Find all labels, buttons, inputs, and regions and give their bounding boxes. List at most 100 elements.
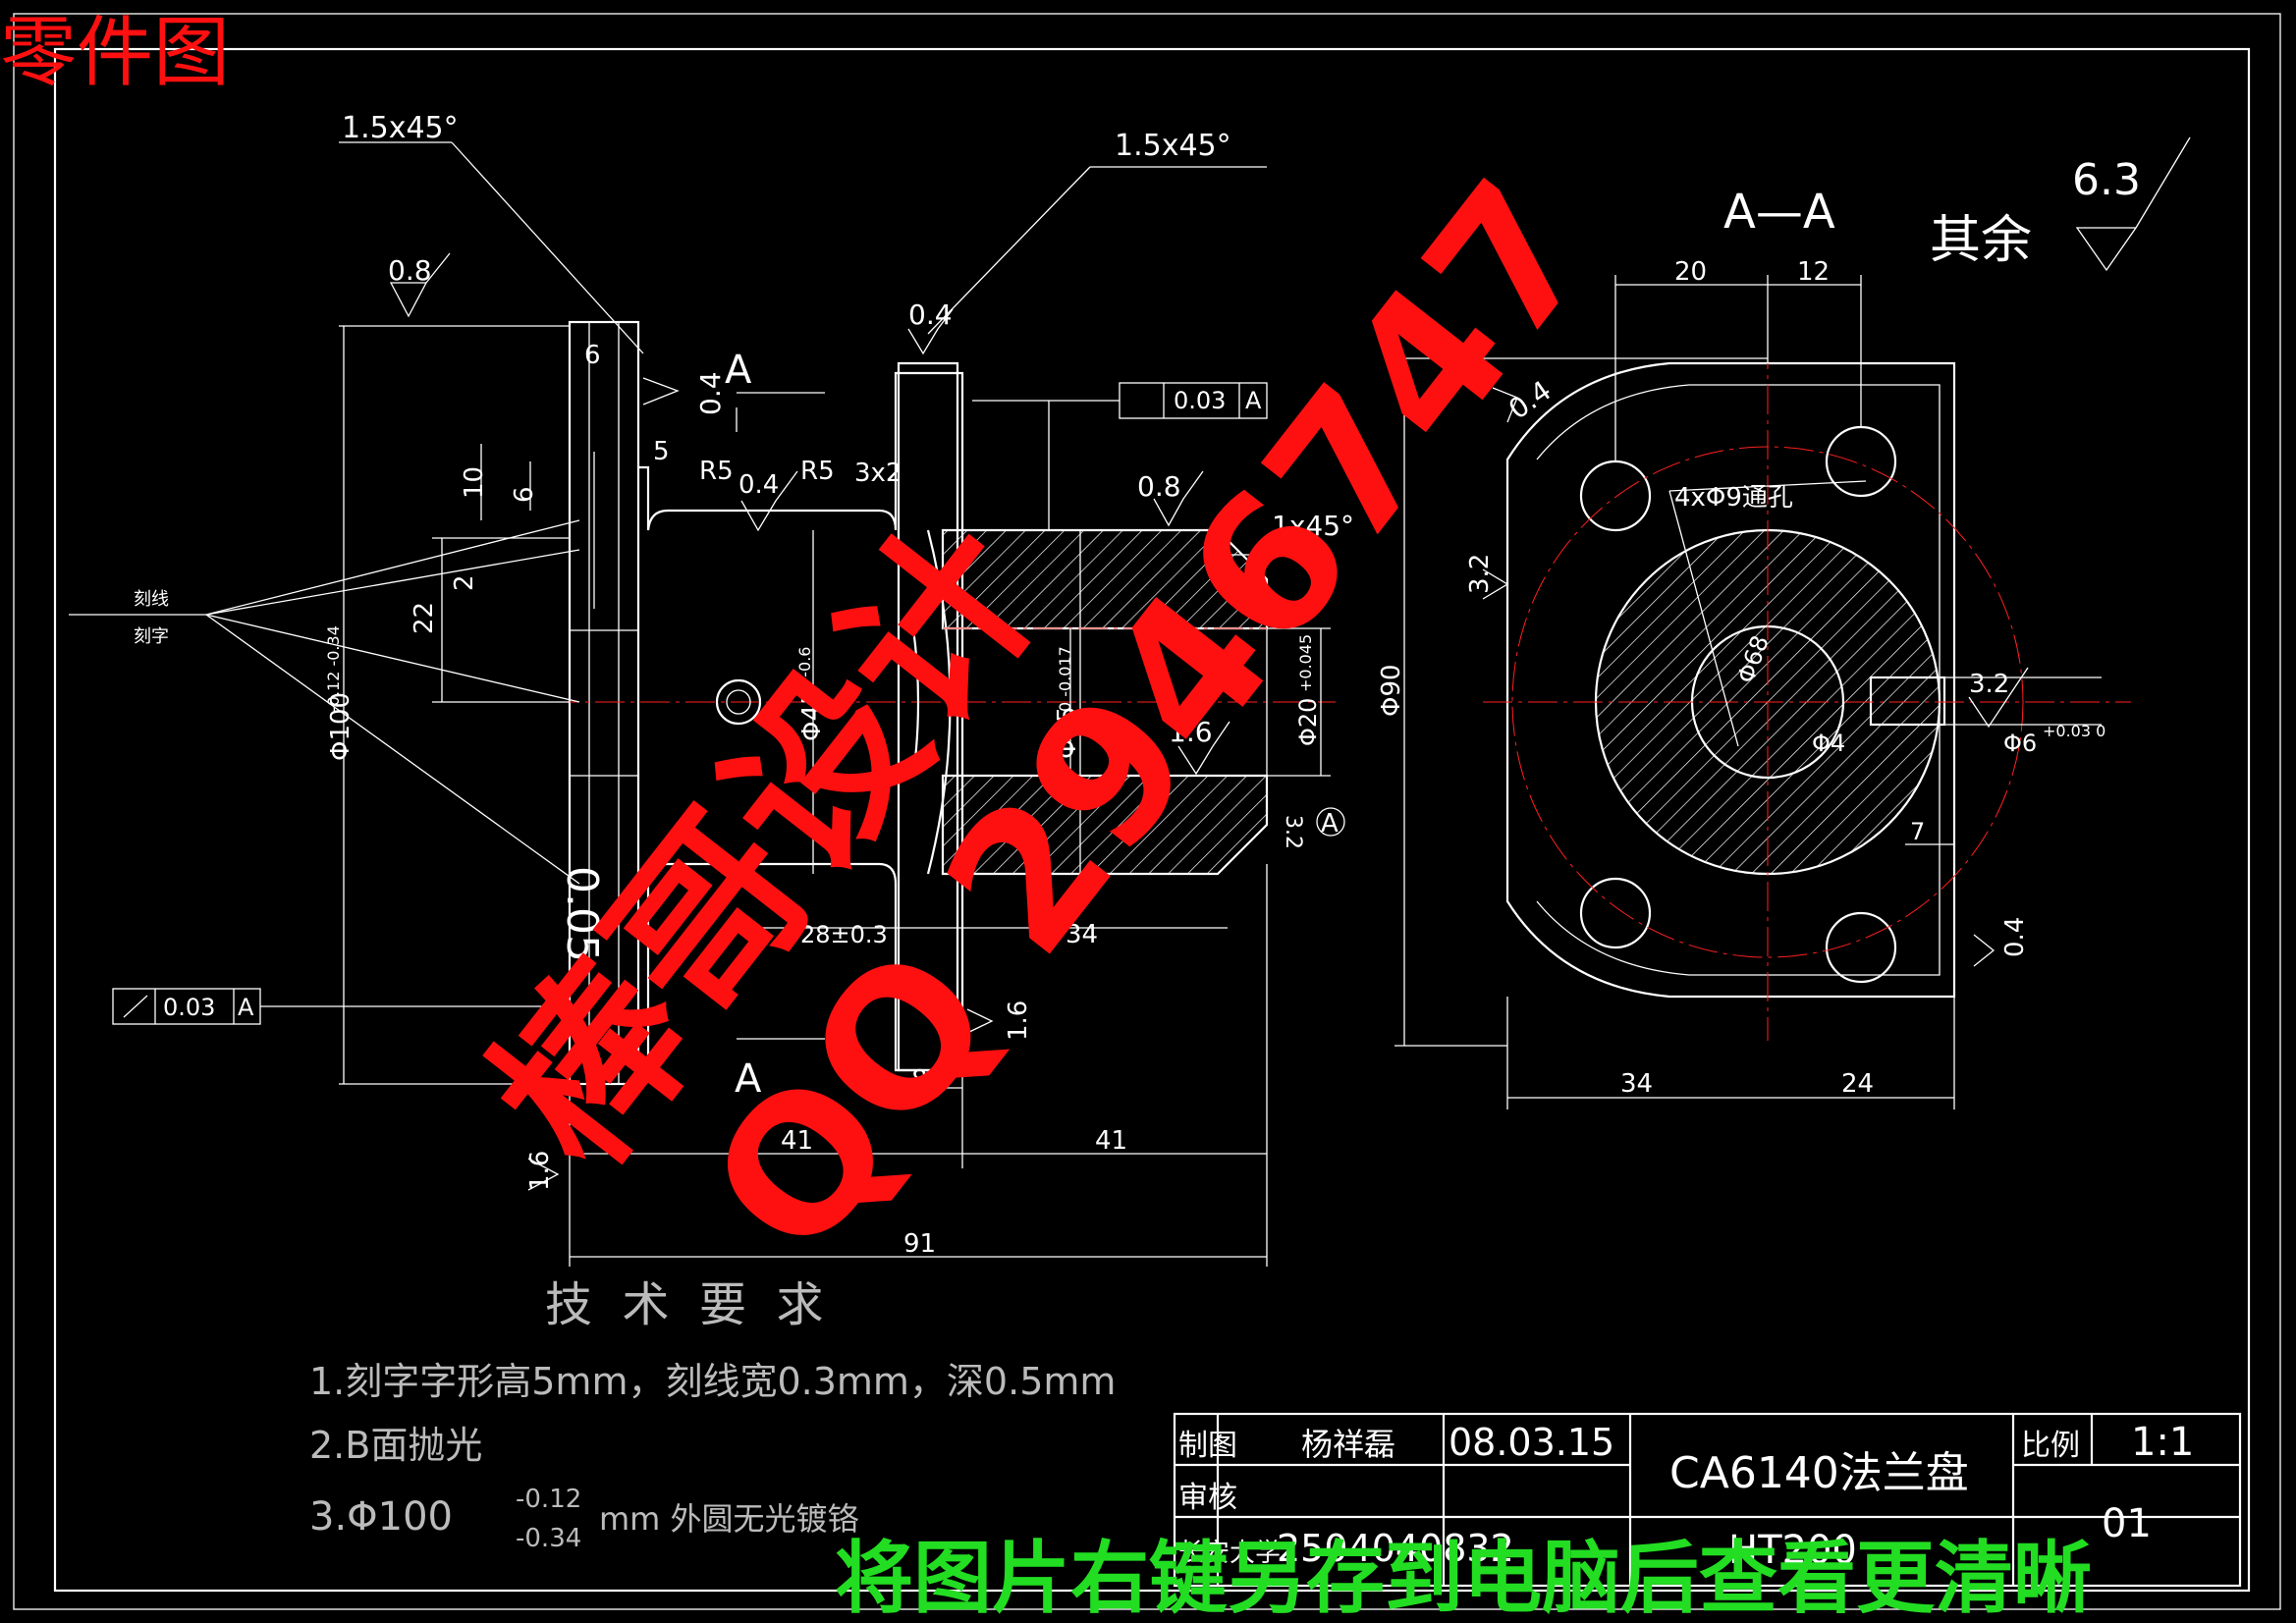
label-dia-100: Φ100: [326, 692, 355, 761]
center-mark-circle: [715, 678, 762, 726]
tb-school-label: 长安大学: [1178, 1539, 1281, 1568]
label-roughness-mid: 0.4: [738, 470, 779, 500]
label-dia-90: Φ90: [1377, 664, 1406, 717]
label-chamfer-mid: 1.5x45°: [1115, 129, 1231, 163]
tb-date: 08.03.15: [1449, 1421, 1614, 1464]
label-engrave-line: 刻线: [134, 589, 169, 610]
keyway-slot: [1869, 676, 1946, 727]
label-rest-roughness: 6.3: [2072, 155, 2141, 205]
label-radius-right: R5: [800, 457, 835, 486]
tb-scale-label: 比例: [2021, 1429, 2080, 1463]
label-runout-datum-mid: A: [1245, 387, 1262, 414]
label-section-mark: A: [725, 348, 752, 393]
requirement-item-3-tol-top: -0.12: [516, 1485, 581, 1514]
label-runout-left: 0.03: [163, 994, 215, 1021]
label-dim-41-right: 41: [1095, 1126, 1127, 1156]
label-engraved-number: 0.05: [557, 866, 607, 962]
technical-requirements: 技 术 要 求 1.刻字字形高5mm，刻线宽0.3mm，深0.5mm 2.B面抛…: [309, 1277, 1116, 1553]
bolt-hole-tr: [1825, 425, 1897, 498]
label-runout-mid: 0.03: [1174, 387, 1226, 414]
bolt-hole-bl: [1579, 877, 1652, 949]
tb-student-id: 2504040832: [1277, 1527, 1514, 1570]
label-dim-91: 91: [903, 1229, 936, 1259]
label-roughness-1-6-bottom: 1.6: [1004, 1001, 1033, 1041]
label-section-mark-bottom: A: [735, 1056, 762, 1102]
label-dim-20-right: 20: [1674, 257, 1707, 287]
label-roughness-bottom: 1.6: [525, 1151, 555, 1191]
label-roughness-0-8: 0.8: [1137, 470, 1181, 503]
label-datum-a: A: [1321, 809, 1339, 839]
tb-material: HT200: [1728, 1528, 1857, 1573]
label-dim-28: 28±0.3: [800, 921, 888, 948]
label-dia-6-tol: +0.03 0: [2043, 722, 2105, 740]
label-dia-6: Φ6: [2003, 730, 2037, 757]
label-dia-45-inner: Φ45: [1053, 706, 1082, 759]
label-dia-20: Φ20: [1294, 698, 1322, 746]
left-view: 1.5x45° 0.8 6 0.4 A 5 R5 0.4 R5 3x2 10 6…: [69, 111, 1336, 1267]
label-dia-45-tol: 0 -0.6: [795, 647, 814, 692]
label-dim-22: 22: [410, 602, 439, 634]
flange-plate: [568, 320, 640, 1086]
label-roughness-3-2: 3.2: [1465, 554, 1495, 594]
tb-part-name: CA6140法兰盘: [1669, 1448, 1969, 1498]
hub-section-bottom: [941, 774, 1269, 876]
bolt-hole-br: [1825, 911, 1897, 984]
label-dia-45: Φ45: [797, 688, 827, 741]
label-dia-100-tol: -0.12 -0.34: [324, 625, 343, 712]
label-roughness-1-6: 1.6: [1169, 716, 1213, 748]
label-chamfer-top: 1.5x45°: [342, 111, 459, 145]
requirement-item-1: 1.刻字字形高5mm，刻线宽0.3mm，深0.5mm: [309, 1360, 1116, 1403]
bolt-hole-tl: [1579, 460, 1652, 532]
outer-frame: [13, 13, 2281, 1610]
label-roughness-3-2-side: 3.2: [1281, 815, 1305, 849]
tb-check-label: 审核: [1178, 1481, 1237, 1515]
label-groove: 3x2: [854, 459, 902, 488]
requirements-title: 技 术 要 求: [545, 1277, 824, 1332]
label-roughness-left: 0.8: [388, 254, 432, 287]
label-dia-20-tol: +0.045: [1296, 634, 1315, 692]
tb-drawn-label: 制图: [1178, 1429, 1237, 1463]
label-dim-34-mid: 34: [1066, 920, 1098, 949]
label-radius-left: R5: [699, 457, 734, 486]
requirement-item-3-pre: 3.Φ100: [309, 1494, 453, 1540]
right-view: A—A 其余 6.3 20 12 0.4 4xΦ9通孔 3.2 Φ68 Φ4 3…: [1394, 136, 2191, 1109]
label-dim-6: 6: [510, 486, 539, 503]
label-chamfer-1: 1x45°: [1272, 510, 1354, 542]
label-roughness-3-2-right: 3.2: [1969, 670, 2009, 699]
requirement-item-3-post: mm 外圆无光镀铬: [599, 1500, 859, 1538]
label-roughness-0-4: 0.4: [694, 371, 727, 415]
label-dim-7: 7: [1910, 818, 1925, 845]
label-dim-10: 10: [460, 466, 489, 499]
label-rest: 其余: [1930, 211, 2032, 270]
label-dim-5: 5: [653, 437, 670, 466]
label-dia-4: Φ4: [1812, 730, 1845, 757]
label-engrave-text: 刻字: [134, 626, 169, 647]
label-dim-2: 2: [450, 574, 479, 591]
label-runout-datum: A: [238, 994, 254, 1021]
inner-frame: [53, 47, 2251, 1593]
label-dim-34-right: 34: [1620, 1069, 1653, 1099]
label-dia-45-inner-tol: 0 -0.017: [1056, 646, 1074, 712]
label-holes: 4xΦ9通孔: [1674, 483, 1793, 513]
watermark: 棒哥设计 QQ 2946747: [453, 143, 1635, 1294]
label-dim-12: 12: [1797, 257, 1830, 287]
label-section-aa: A—A: [1723, 185, 1835, 240]
label-dim-8: 8: [911, 1065, 928, 1095]
title-block: 制图 杨祥磊 08.03.15 CA6140法兰盘 比例 1:1 审核 01 长…: [1173, 1412, 2242, 1588]
label-roughness-top: 0.4: [908, 298, 953, 331]
tb-scale: 1:1: [2131, 1420, 2194, 1465]
label-dim-6-top: 6: [584, 341, 601, 370]
tb-drawn-name: 杨祥磊: [1301, 1426, 1395, 1463]
header-title: 零件图: [0, 9, 230, 97]
runout-frame-left: [112, 988, 261, 1025]
label-dim-41-left: 41: [781, 1126, 813, 1156]
requirement-item-3-tol-bot: -0.34: [516, 1524, 581, 1553]
hub-section-top: [941, 528, 1269, 630]
mid-view: 1.5x45° 0.4 0.03 A 0.8 1x45° Φ45 0 -0.6 …: [746, 129, 1406, 1259]
notice-text: 将图片右键另存到电脑后查看更清晰: [835, 1533, 2092, 1623]
tb-number: 01: [2102, 1501, 2152, 1546]
label-dim-24: 24: [1841, 1069, 1874, 1099]
label-roughness-0-4-right-bottom: 0.4: [2000, 917, 2030, 957]
requirement-item-2: 2.B面抛光: [309, 1424, 482, 1467]
